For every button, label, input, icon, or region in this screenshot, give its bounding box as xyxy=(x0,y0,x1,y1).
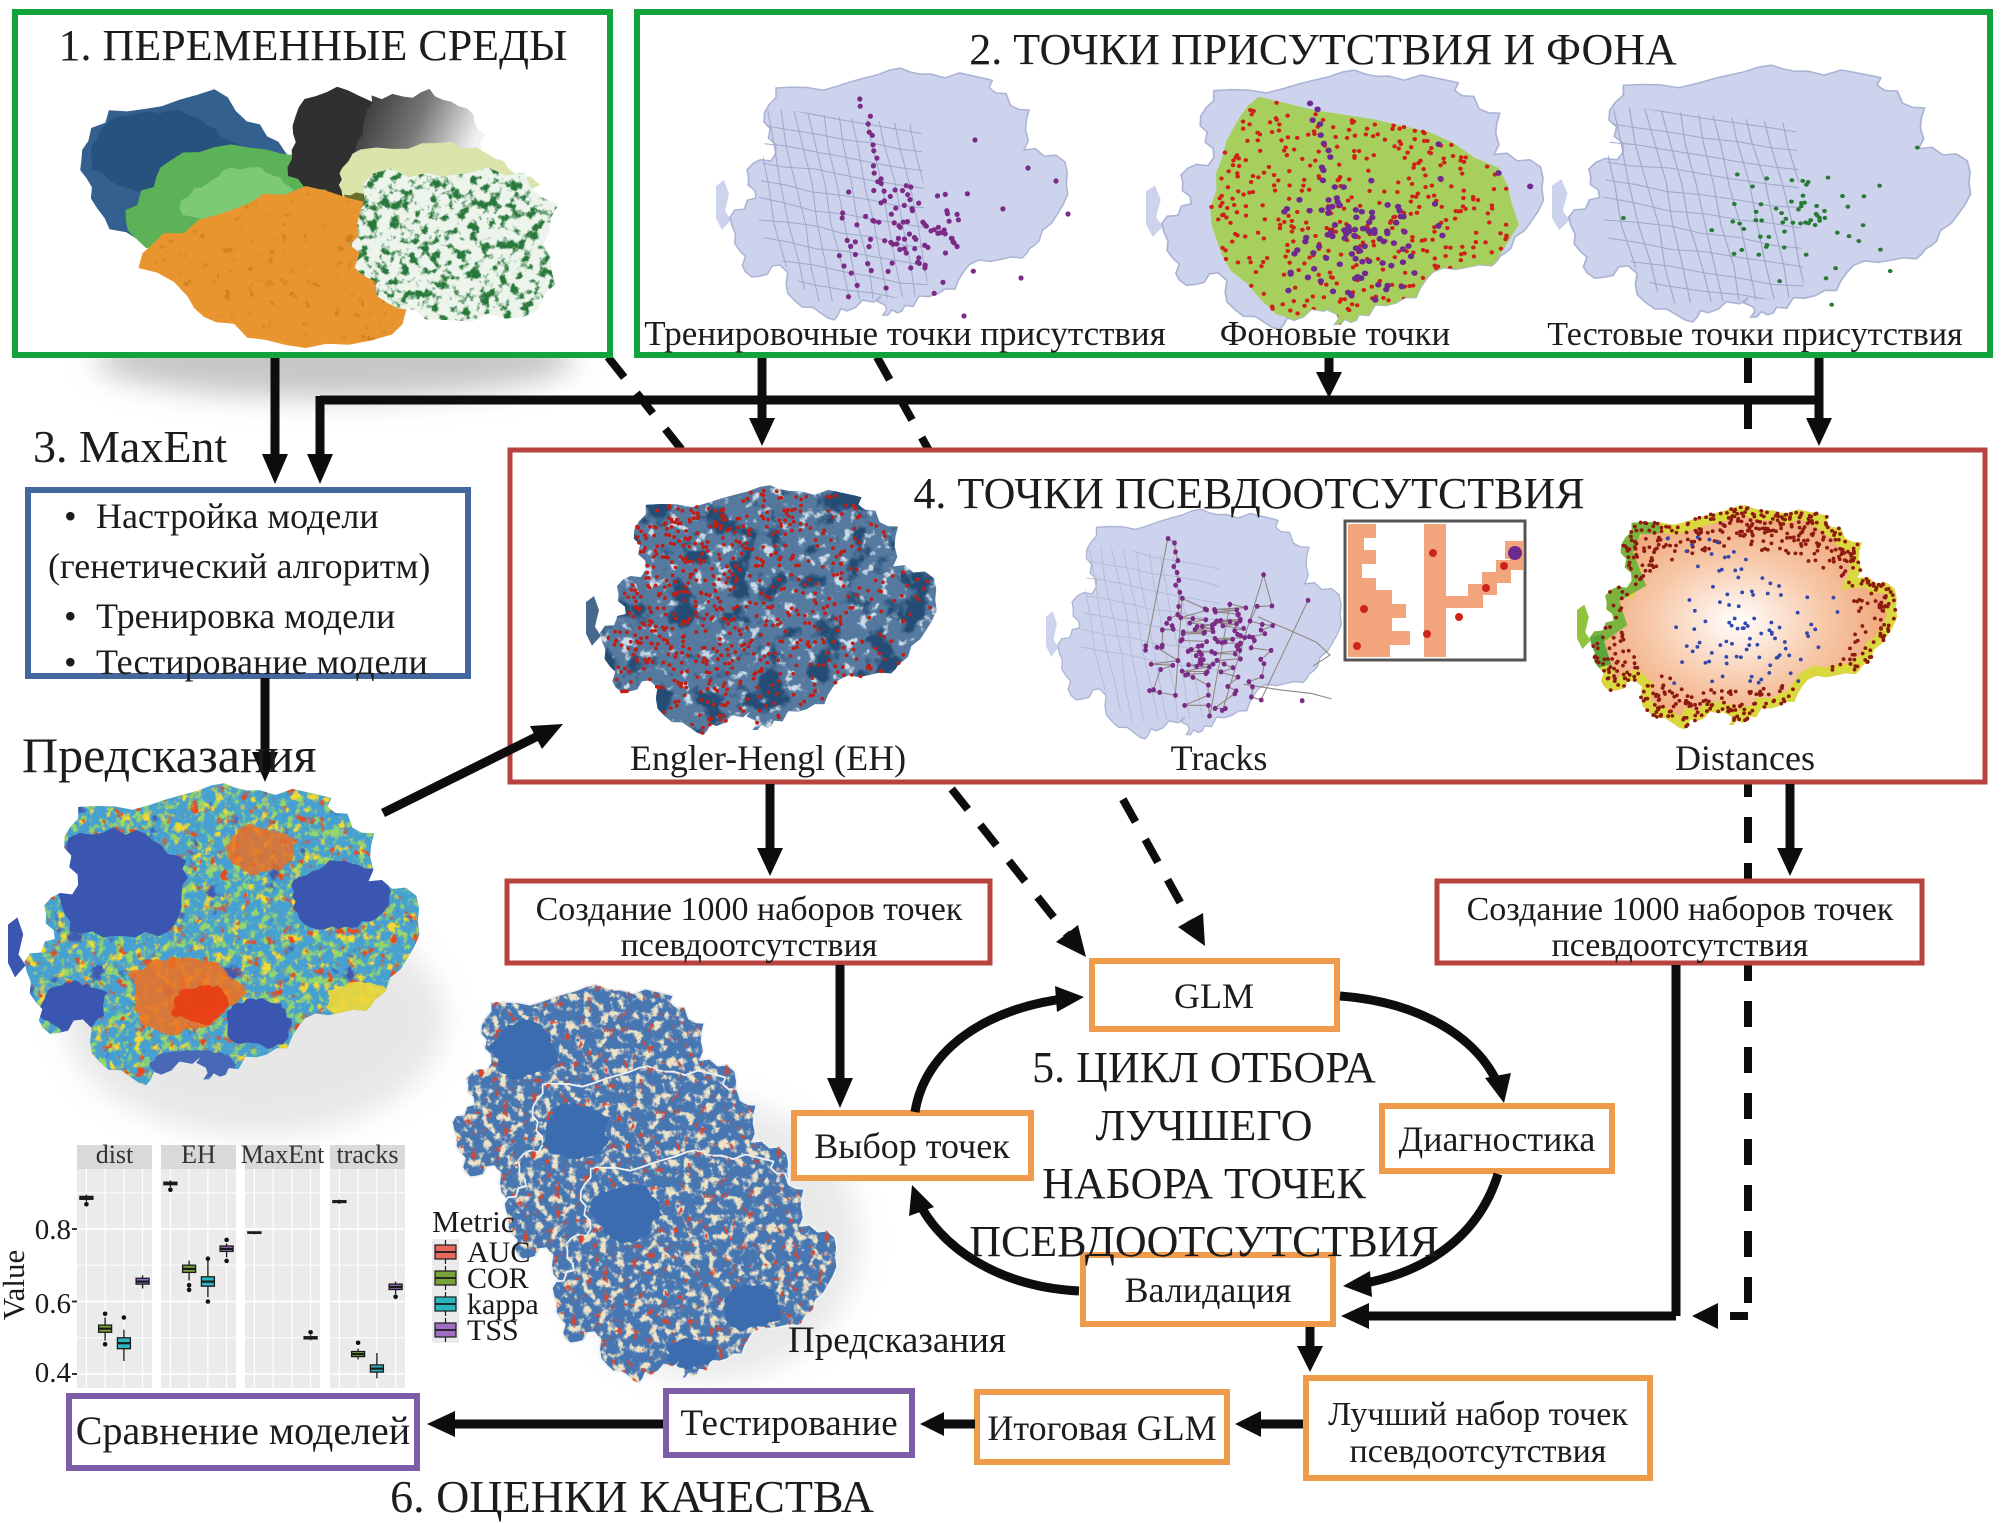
svg-text:псевдоотсутствия: псевдоотсутствия xyxy=(621,927,878,964)
svg-text:Создание 1000 наборов точек: Создание 1000 наборов точек xyxy=(1467,891,1894,928)
svg-text:Engler-Hengl (EH): Engler-Hengl (EH) xyxy=(630,738,906,778)
svg-text:Сравнение моделей: Сравнение моделей xyxy=(76,1408,410,1453)
svg-text:Выбор точек: Выбор точек xyxy=(814,1126,1010,1166)
svg-text:Предсказания: Предсказания xyxy=(788,1320,1006,1361)
svg-text:kappa: kappa xyxy=(467,1288,539,1321)
svg-text:Лучший набор точек: Лучший набор точек xyxy=(1328,1396,1628,1433)
svg-text:•: • xyxy=(64,496,77,536)
svg-text:0.8: 0.8 xyxy=(35,1214,71,1246)
svg-text:tracks: tracks xyxy=(336,1140,398,1169)
svg-text:2. ТОЧКИ ПРИСУТСТВИЯ И ФОНА: 2. ТОЧКИ ПРИСУТСТВИЯ И ФОНА xyxy=(969,25,1677,74)
svg-text:AUC: AUC xyxy=(467,1236,530,1269)
svg-text:Предсказания: Предсказания xyxy=(22,727,316,783)
svg-text:псевдоотсутствия: псевдоотсутствия xyxy=(1552,927,1809,964)
svg-text:Настройка модели: Настройка модели xyxy=(96,496,379,536)
svg-text:Итоговая GLM: Итоговая GLM xyxy=(987,1408,1216,1448)
svg-text:EH: EH xyxy=(181,1140,216,1169)
svg-text:Тестовые точки присутствия: Тестовые точки присутствия xyxy=(1547,316,1963,353)
svg-text:Тестирование: Тестирование xyxy=(680,1403,897,1444)
svg-text:Диагностика: Диагностика xyxy=(1399,1119,1596,1159)
svg-text:Тестирование модели: Тестирование модели xyxy=(96,642,428,682)
svg-text:MaxEnt: MaxEnt xyxy=(241,1140,326,1169)
svg-text:4. ТОЧКИ ПСЕВДООТСУТСТВИЯ: 4. ТОЧКИ ПСЕВДООТСУТСТВИЯ xyxy=(913,469,1584,518)
svg-text:3. MaxEnt: 3. MaxEnt xyxy=(33,421,227,472)
svg-text:Value: Value xyxy=(0,1250,31,1321)
svg-text:(генетический алгоритм): (генетический алгоритм) xyxy=(48,546,430,586)
svg-text:Metric: Metric xyxy=(432,1204,515,1239)
svg-text:ПСЕВДООТСУТСТВИЯ: ПСЕВДООТСУТСТВИЯ xyxy=(969,1217,1439,1266)
svg-text:0.6: 0.6 xyxy=(35,1288,71,1320)
svg-text:Distances: Distances xyxy=(1675,738,1815,778)
svg-text:Tracks: Tracks xyxy=(1171,738,1268,778)
svg-text:ЛУЧШЕГО: ЛУЧШЕГО xyxy=(1096,1101,1313,1150)
svg-text:5. ЦИКЛ ОТБОРА: 5. ЦИКЛ ОТБОРА xyxy=(1032,1043,1376,1092)
svg-text:Тренировочные точки присутстви: Тренировочные точки присутствия xyxy=(644,314,1166,353)
svg-text:•: • xyxy=(64,596,77,636)
svg-text:•: • xyxy=(64,642,77,682)
svg-text:Валидация: Валидация xyxy=(1125,1270,1292,1310)
svg-text:0.4: 0.4 xyxy=(35,1357,72,1389)
svg-text:dist: dist xyxy=(96,1140,134,1169)
svg-text:6. ОЦЕНКИ КАЧЕСТВА: 6. ОЦЕНКИ КАЧЕСТВА xyxy=(390,1471,874,1522)
svg-text:TSS: TSS xyxy=(467,1314,519,1347)
svg-text:GLM: GLM xyxy=(1174,976,1254,1016)
svg-text:Создание 1000 наборов точек: Создание 1000 наборов точек xyxy=(536,891,963,928)
svg-text:COR: COR xyxy=(467,1262,529,1295)
svg-text:Фоновые точки: Фоновые точки xyxy=(1220,314,1450,353)
svg-text:НАБОРА ТОЧЕК: НАБОРА ТОЧЕК xyxy=(1042,1159,1366,1208)
svg-text:1. ПЕРЕМЕННЫЕ СРЕДЫ: 1. ПЕРЕМЕННЫЕ СРЕДЫ xyxy=(59,21,568,70)
svg-text:Тренировка модели: Тренировка модели xyxy=(96,596,395,636)
svg-text:псевдоотсутствия: псевдоотсутствия xyxy=(1350,1433,1607,1470)
